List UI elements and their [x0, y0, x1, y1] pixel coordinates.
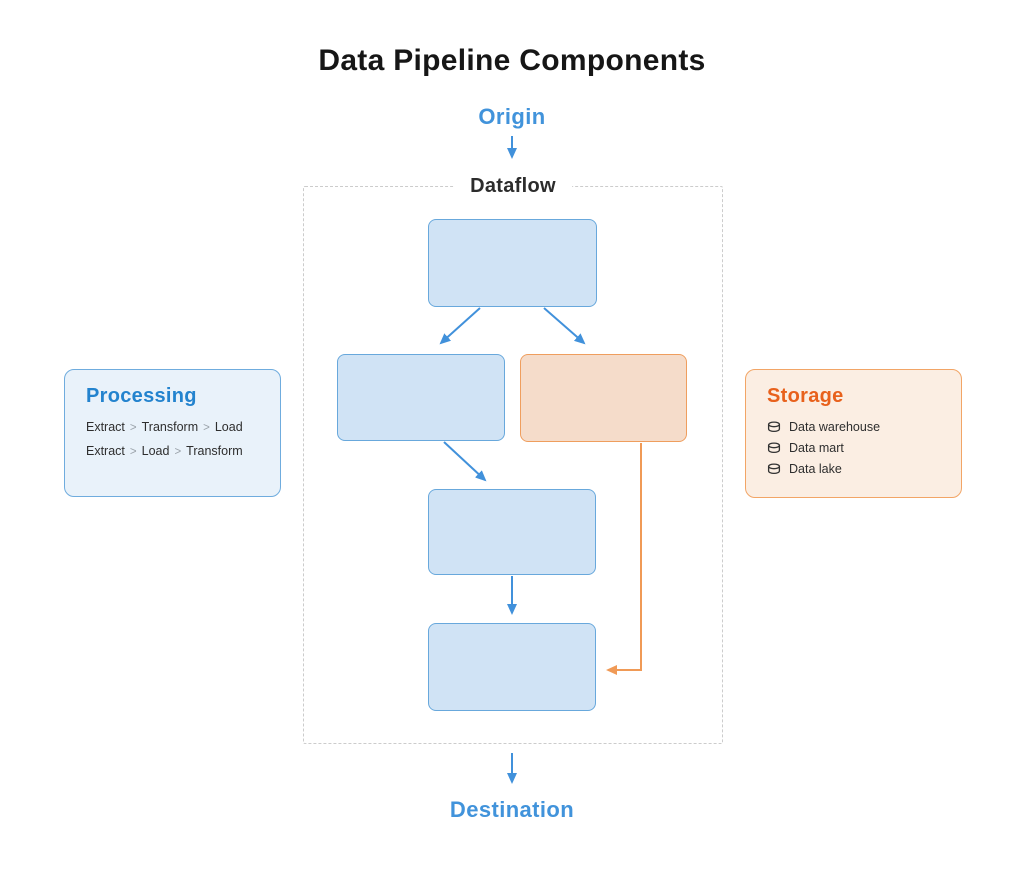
chevron-separator: > — [129, 446, 137, 458]
database-icon — [767, 463, 781, 475]
chevron-separator: > — [129, 422, 137, 434]
processing-flow-etl: Extract > Transform > Load — [86, 420, 262, 434]
pipeline-node-top — [428, 219, 597, 307]
processing-card: Processing Extract > Transform > Load Extrac… — [64, 369, 281, 497]
processing-flow-elt: Extract > Load > Transform — [86, 444, 262, 458]
storage-item: Data mart — [767, 441, 943, 455]
flow-step: Extract — [86, 420, 125, 434]
storage-item-label: Data warehouse — [789, 420, 881, 434]
database-icon — [767, 442, 781, 454]
pipeline-node-storage — [520, 354, 687, 442]
processing-title: Processing — [86, 385, 197, 407]
storage-item-label: Data mart — [789, 441, 844, 455]
dataflow-label: Dataflow — [454, 173, 572, 200]
storage-item-label: Data lake — [789, 462, 842, 476]
page-title: Data Pipeline Components — [318, 44, 706, 77]
storage-title: Storage — [767, 385, 844, 407]
dataflow-container: Dataflow — [303, 173, 723, 744]
storage-item: Data warehouse — [767, 420, 943, 434]
storage-item: Data lake — [767, 462, 943, 476]
flow-step: Extract — [86, 444, 125, 458]
chevron-separator: > — [174, 446, 182, 458]
database-icon — [767, 421, 781, 433]
flow-step: Load — [141, 444, 170, 458]
flow-step: Transform — [186, 444, 243, 458]
flow-step: Transform — [141, 420, 199, 434]
chevron-separator: > — [203, 422, 210, 434]
pipeline-node-merge — [428, 489, 596, 575]
pipeline-node-final — [428, 623, 596, 711]
storage-card: Storage Data warehouse Data mart Data la… — [745, 369, 962, 498]
destination-label: Destination — [449, 797, 575, 822]
flow-step: Load — [214, 420, 243, 434]
pipeline-node-left — [337, 354, 505, 441]
origin-label: Origin — [478, 104, 546, 129]
